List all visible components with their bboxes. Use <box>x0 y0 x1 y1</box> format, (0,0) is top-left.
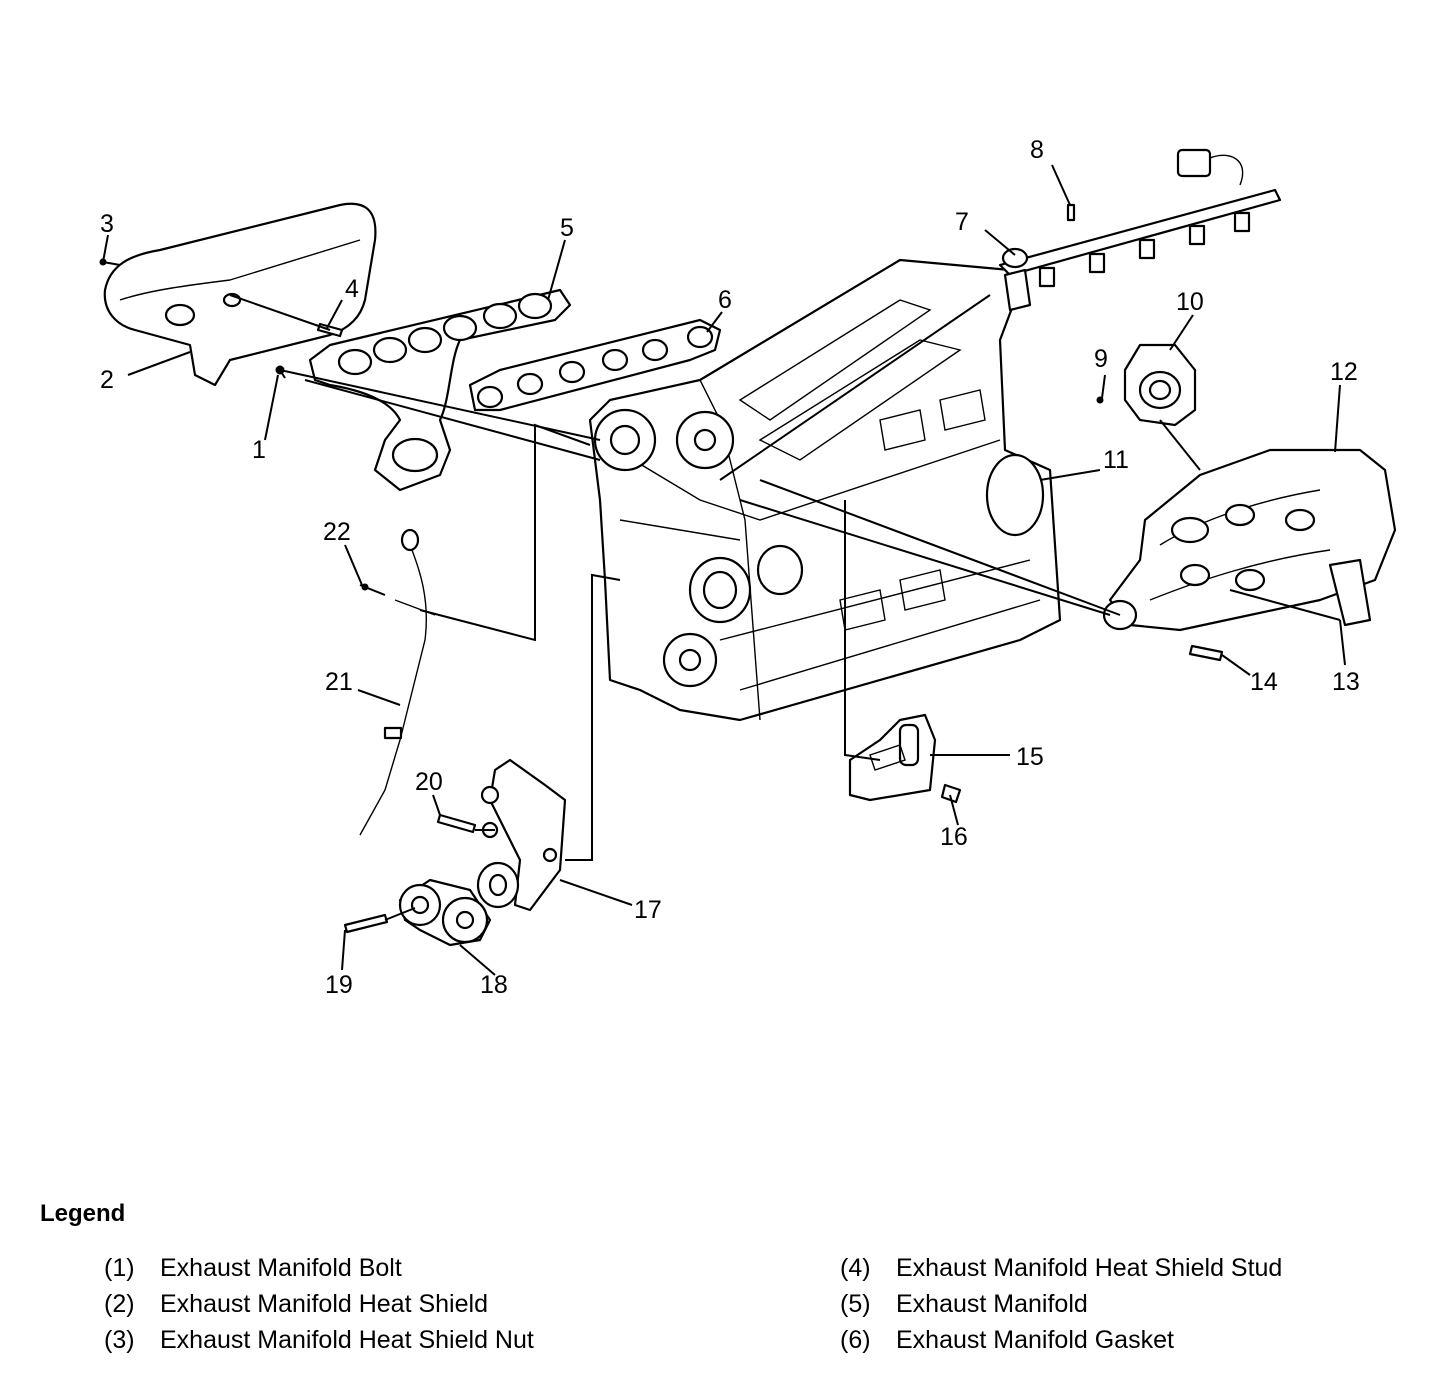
belt-tensioner <box>398 861 520 947</box>
legend: Legend (1) Exhaust Manifold Bolt (2) Exh… <box>40 1200 1420 1354</box>
leader-lines <box>102 164 1346 976</box>
engine-exploded-diagram: 1 2 3 4 5 6 7 8 9 10 11 12 13 14 15 16 1… <box>99 136 1397 999</box>
exhaust-manifold-heat-shield <box>103 202 377 387</box>
legend-column-left: (1) Exhaust Manifold Bolt (2) Exhaust Ma… <box>104 1250 534 1358</box>
legend-column-right: (4) Exhaust Manifold Heat Shield Stud (5… <box>840 1250 1282 1358</box>
callout-22: 22 <box>323 518 351 546</box>
legend-item-number: (2) <box>104 1289 135 1318</box>
callout-18: 18 <box>480 971 508 999</box>
legend-item: (1) Exhaust Manifold Bolt <box>104 1250 534 1286</box>
legend-item: (6) Exhaust Manifold Gasket <box>840 1322 1282 1358</box>
legend-item-number: (5) <box>840 1289 871 1318</box>
legend-item: (5) Exhaust Manifold <box>840 1286 1282 1322</box>
callout-20: 20 <box>415 768 443 796</box>
callout-3: 3 <box>100 210 114 238</box>
engine-block <box>588 258 1062 722</box>
callout-17: 17 <box>634 896 662 924</box>
callout-15: 15 <box>1016 743 1044 771</box>
legend-item-label: Exhaust Manifold Bolt <box>160 1253 402 1282</box>
legend-item: (4) Exhaust Manifold Heat Shield Stud <box>840 1250 1282 1286</box>
callout-8: 8 <box>1030 136 1044 164</box>
intake-manifold <box>1102 448 1397 632</box>
legend-item-label: Exhaust Manifold Heat Shield Stud <box>896 1253 1283 1282</box>
callout-19: 19 <box>325 971 353 999</box>
bracket <box>848 713 937 802</box>
callout-13: 13 <box>1332 668 1360 696</box>
legend-item-number: (3) <box>104 1325 135 1354</box>
exhaust-manifold-gasket <box>468 318 722 412</box>
legend-item-number: (1) <box>104 1253 135 1282</box>
callout-10: 10 <box>1176 288 1204 316</box>
legend-item-label: Exhaust Manifold <box>896 1289 1088 1318</box>
callout-7: 7 <box>955 208 969 236</box>
callout-12: 12 <box>1330 358 1358 386</box>
fasteners <box>99 203 1224 934</box>
callout-5: 5 <box>560 214 574 242</box>
callout-16: 16 <box>940 823 968 851</box>
legend-item-number: (4) <box>840 1253 871 1282</box>
callout-2: 2 <box>100 366 114 394</box>
callout-21: 21 <box>325 668 353 696</box>
legend-item-number: (6) <box>840 1325 871 1354</box>
legend-item: (2) Exhaust Manifold Heat Shield <box>104 1286 534 1322</box>
legend-title: Legend <box>40 1200 126 1227</box>
callout-labels: 1 2 3 4 5 6 7 8 9 10 11 12 13 14 15 16 1… <box>100 136 1360 999</box>
callout-9: 9 <box>1094 345 1108 373</box>
oil-dipstick <box>359 528 436 836</box>
callout-6: 6 <box>718 286 732 314</box>
legend-item-label: Exhaust Manifold Gasket <box>896 1325 1174 1354</box>
callout-11: 11 <box>1103 446 1129 474</box>
legend-item: (3) Exhaust Manifold Heat Shield Nut <box>104 1322 534 1358</box>
fuel-rail <box>998 148 1282 312</box>
tensioner-bracket <box>480 758 567 912</box>
legend-item-label: Exhaust Manifold Heat Shield <box>160 1289 488 1318</box>
callout-4: 4 <box>345 275 359 303</box>
exhaust-manifold <box>308 288 572 492</box>
legend-item-label: Exhaust Manifold Heat Shield Nut <box>160 1325 534 1354</box>
throttle-body <box>1123 343 1197 427</box>
callout-1: 1 <box>252 436 266 464</box>
callout-14: 14 <box>1250 668 1278 696</box>
